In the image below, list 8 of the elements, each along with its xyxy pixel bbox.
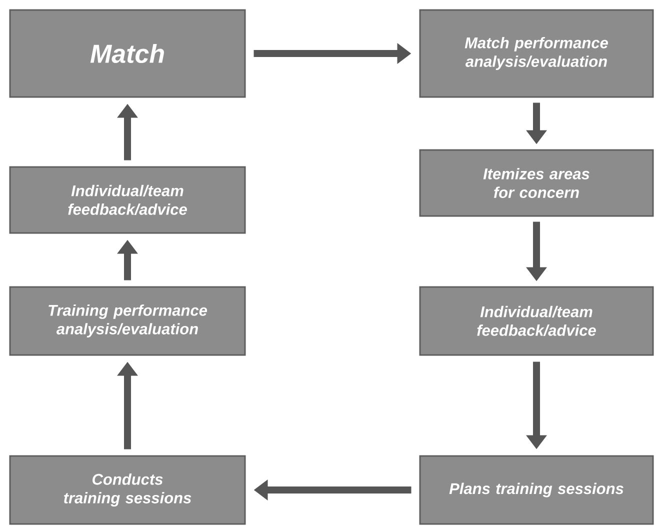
process-box: Match performance analysis/evaluation [419, 9, 654, 98]
process-box: Individual/team feedback/advice [419, 286, 654, 356]
process-box: Plans training sessions [419, 455, 654, 525]
process-box: Itemizes areas for concern [419, 149, 654, 217]
process-box: Conducts training sessions [9, 455, 246, 525]
process-box: Individual/team feedback/advice [9, 166, 246, 234]
process-box: Match [9, 9, 246, 98]
process-box: Training performance analysis/evaluation [9, 286, 246, 356]
